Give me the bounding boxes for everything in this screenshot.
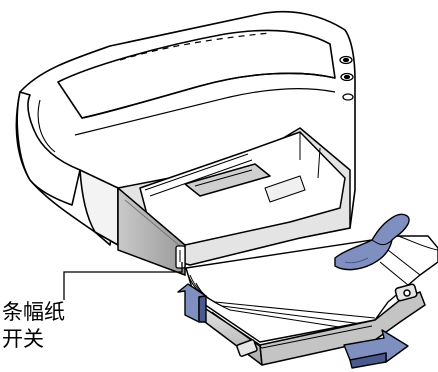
banner-paper-switch	[176, 246, 185, 268]
callout-label-line2: 开关	[2, 327, 122, 351]
callout-label-line1: 条幅纸	[2, 300, 122, 324]
